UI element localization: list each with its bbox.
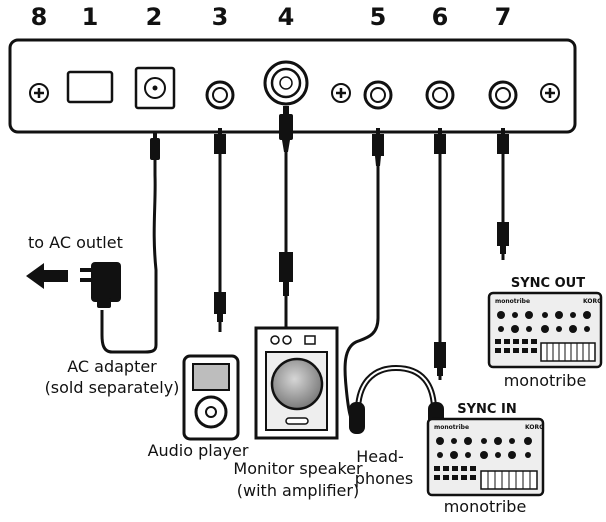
jack-number-1: 1 — [82, 3, 99, 31]
monotribe-synth-icon: monotribe KORG — [426, 417, 545, 497]
sync-in-jack-icon[interactable] — [425, 80, 455, 110]
jack-number-8: 8 — [31, 3, 48, 31]
screw-icon — [331, 83, 351, 103]
headphones-label-line2: phones — [355, 469, 413, 488]
sold-separately-label: (sold separately) — [45, 378, 180, 397]
audio-in-jack-icon[interactable] — [205, 80, 235, 110]
monotribe-synth-icon: monotribe KORG — [487, 291, 603, 369]
jack-number-2: 2 — [146, 3, 163, 31]
ac-adapter-cable — [100, 132, 160, 354]
audio-in-cable — [214, 128, 226, 332]
sync-out-cable — [497, 128, 509, 260]
headphones-label-line1: Head- — [356, 447, 404, 466]
korg-logo: KORG — [583, 298, 602, 305]
jack-number-labels: 8 1 2 3 4 5 6 7 — [31, 3, 512, 31]
monotribe-logo: monotribe — [434, 424, 469, 431]
jack-number-4: 4 — [278, 3, 295, 31]
monitor-speaker-icon — [254, 326, 339, 440]
sync-in-label: SYNC IN — [457, 402, 516, 417]
with-amplifier-label: (with amplifier) — [237, 481, 359, 500]
ac-outlet-label: to AC outlet — [28, 233, 123, 252]
output-jack-icon[interactable] — [263, 60, 309, 106]
headphone-jack-icon[interactable] — [363, 80, 393, 110]
sync-in-cable — [434, 128, 446, 380]
jack-number-7: 7 — [495, 3, 512, 31]
monotribe-label: monotribe — [504, 371, 587, 390]
audio-player-icon — [182, 354, 240, 441]
ac-adapter-icon — [80, 262, 121, 308]
ac-adapter-label: AC adapter — [67, 357, 157, 376]
jack-number-6: 6 — [432, 3, 449, 31]
dc-in-jack-icon[interactable] — [134, 66, 176, 110]
arrow-left-icon — [26, 263, 68, 289]
korg-logo: KORG — [525, 424, 544, 431]
monitor-speaker-label: Monitor speaker — [233, 459, 363, 478]
audio-player-label: Audio player — [148, 441, 249, 460]
output-cable — [279, 106, 293, 328]
rear-panel — [8, 38, 577, 134]
power-switch-icon[interactable] — [66, 70, 114, 104]
sync-out-jack-icon[interactable] — [488, 80, 518, 110]
screw-icon — [540, 83, 560, 103]
screw-icon — [29, 83, 49, 103]
jack-number-5: 5 — [370, 3, 387, 31]
monotribe-label: monotribe — [444, 497, 527, 516]
jack-number-3: 3 — [212, 3, 229, 31]
sync-out-label: SYNC OUT — [511, 276, 585, 291]
monotribe-logo: monotribe — [495, 298, 530, 305]
